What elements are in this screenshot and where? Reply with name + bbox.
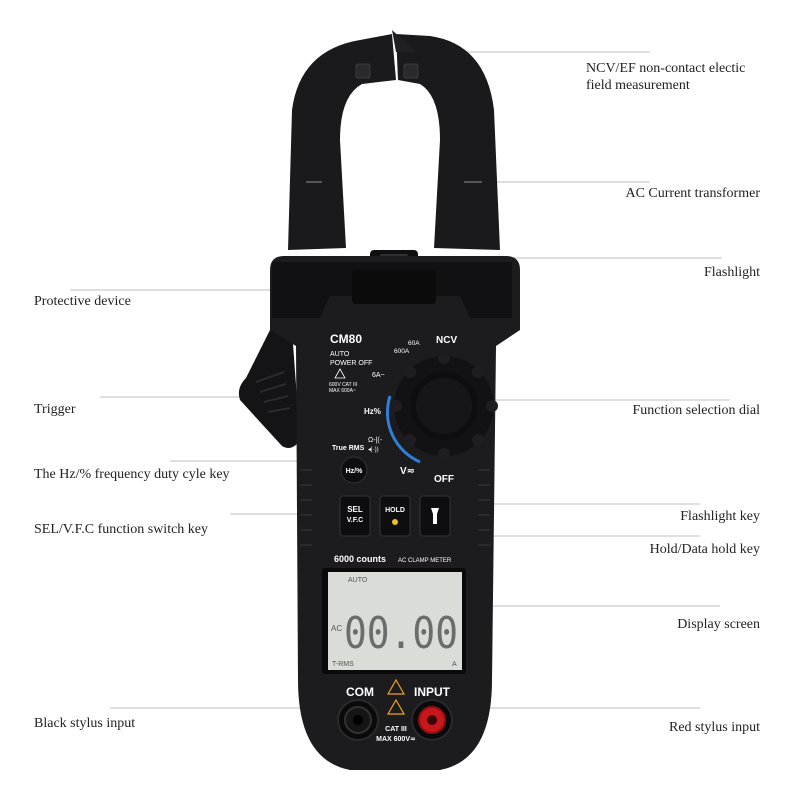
lcd-digits: 00.00 bbox=[344, 608, 458, 659]
dial-600a: 600A bbox=[394, 348, 410, 355]
sel-button-line1: SEL bbox=[347, 505, 363, 514]
auto-power-off-line2: POWER OFF bbox=[330, 360, 372, 367]
dial-knob-center bbox=[416, 378, 472, 434]
callout-ncv-line1: NCV/EF non-contact electic bbox=[586, 61, 746, 76]
auto-power-off-line1: AUTO bbox=[330, 351, 350, 358]
warning-triangle-top bbox=[386, 678, 406, 695]
cat-bottom-line1: CAT III bbox=[385, 726, 407, 733]
dial-hz: Hz% bbox=[364, 407, 381, 416]
dial-blue-arc bbox=[385, 395, 421, 464]
bulb-icon bbox=[392, 519, 398, 525]
dial-ncv: NCV bbox=[436, 335, 457, 346]
lcd-trms: T-RMS bbox=[332, 661, 354, 668]
jaw-marker-left bbox=[355, 63, 371, 79]
protective-window bbox=[352, 270, 436, 304]
callout-trigger: Trigger bbox=[34, 402, 76, 417]
counts-label: 6000 counts bbox=[334, 554, 386, 564]
callout-protective-device: Protective device bbox=[34, 294, 131, 309]
dial-cap: Ω-|(- bbox=[368, 437, 383, 444]
callout-ncv: NCV/EF non-contact electic field measure… bbox=[586, 60, 745, 94]
callout-flashlight: Flashlight bbox=[703, 265, 760, 280]
sel-button[interactable] bbox=[339, 495, 371, 537]
right-jaw bbox=[396, 34, 500, 250]
callout-black-input: Black stylus input bbox=[34, 716, 136, 731]
black-jack-hole bbox=[353, 715, 363, 725]
left-jaw bbox=[288, 34, 396, 250]
side-grips bbox=[300, 469, 490, 546]
dial-diode: ◂|·)) bbox=[368, 447, 379, 453]
callout-display-screen: Display screen bbox=[677, 617, 760, 632]
com-label: COM bbox=[346, 685, 374, 699]
callout-ncv-line2: field measurement bbox=[586, 78, 690, 93]
hold-button[interactable] bbox=[379, 495, 411, 537]
dial-6a: 6A~ bbox=[372, 372, 385, 379]
true-rms-label: True RMS bbox=[332, 445, 365, 452]
ncv-tip bbox=[392, 30, 416, 52]
warning-icon bbox=[334, 368, 346, 379]
callout-ac-transformer: AC Current transformer bbox=[625, 186, 760, 201]
callout-hold-key: Hold/Data hold key bbox=[649, 542, 760, 557]
dial-v: V≂ bbox=[400, 466, 415, 477]
trigger[interactable] bbox=[238, 324, 300, 448]
dial-grip-teeth bbox=[390, 352, 498, 460]
callout-hz-key: The Hz/% frequency duty cyle key bbox=[34, 467, 230, 482]
red-jack-hole bbox=[427, 715, 437, 725]
warning-triangle-bottom bbox=[386, 698, 406, 715]
sel-button-line2: V.F.C bbox=[347, 517, 363, 524]
trigger-ridges bbox=[255, 371, 291, 413]
lcd-auto: AUTO bbox=[348, 577, 368, 584]
cat-bottom-line2: MAX 600V≂ bbox=[376, 736, 416, 743]
dial-60a: 60A bbox=[408, 340, 420, 347]
callout-red-input: Red stylus input bbox=[668, 720, 760, 735]
callout-sel-key: SEL/V.F.C function switch key bbox=[34, 522, 209, 537]
model-name: CM80 bbox=[330, 332, 362, 346]
callout-function-dial: Function selection dial bbox=[632, 403, 760, 418]
clamp-meter-label: AC CLAMP METER bbox=[398, 558, 452, 564]
cat-rating-line1: 600V CAT III bbox=[329, 382, 357, 388]
hz-button-label: Hz/% bbox=[346, 468, 364, 475]
hz-button[interactable] bbox=[340, 456, 368, 484]
jaw-marker-right bbox=[403, 63, 419, 79]
display-screen bbox=[328, 572, 462, 670]
dial-off: OFF bbox=[434, 474, 454, 485]
callout-flashlight-key: Flashlight key bbox=[680, 509, 760, 524]
lcd-ac: AC bbox=[331, 624, 342, 633]
cat-rating-line2: MAX 600A~ bbox=[329, 388, 356, 394]
hold-button-label: HOLD bbox=[385, 507, 405, 514]
lcd-unit: A bbox=[452, 661, 457, 668]
torch-icon bbox=[431, 508, 439, 524]
input-label: INPUT bbox=[414, 685, 451, 699]
